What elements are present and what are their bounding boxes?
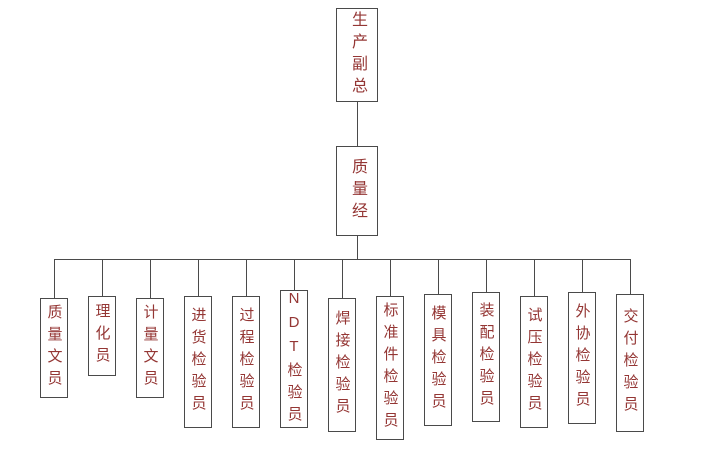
org-box-leaf: 模具检验员 (424, 294, 452, 426)
org-leaf-group: 模具检验员 (424, 259, 452, 426)
org-leaf-label: 装配检验员 (477, 302, 495, 412)
connector-drop (581, 259, 583, 292)
org-leaf-label: 焊接检验员 (333, 310, 351, 420)
org-leaf-label: 质量文员 (45, 304, 63, 392)
connector-drop (245, 259, 247, 296)
org-box-manager: 质量经 (336, 146, 378, 236)
org-box-root-label: 生产副总 (349, 11, 366, 99)
org-box-leaf: 焊接检验员 (328, 298, 356, 432)
org-box-leaf: NDT检验员 (280, 290, 308, 428)
org-box-leaf: 外协检验员 (568, 292, 596, 424)
org-leaf-group: 质量文员 (40, 259, 68, 398)
connector-drop (389, 259, 391, 296)
org-box-leaf: 标准件检验员 (376, 296, 404, 440)
connector-drop (149, 259, 151, 298)
connector-drop (485, 259, 487, 292)
connector-root-manager (357, 102, 358, 146)
connector-drop (437, 259, 439, 294)
connector-drop (197, 259, 199, 296)
org-leaf-label: 理化员 (93, 303, 111, 369)
connector-drop (533, 259, 535, 296)
org-leaf-label: 过程检验员 (237, 307, 255, 417)
org-leaf-label: 进货检验员 (189, 307, 207, 417)
org-box-leaf: 交付检验员 (616, 294, 644, 432)
org-leaf-label: NDT检验员 (285, 290, 303, 428)
org-leaf-group: 试压检验员 (520, 259, 548, 428)
org-leaf-group: 进货检验员 (184, 259, 212, 428)
connector-horizontal-rail (54, 259, 631, 260)
org-leaf-group: 装配检验员 (472, 259, 500, 422)
org-leaf-label: 交付检验员 (621, 308, 639, 418)
org-box-leaf: 过程检验员 (232, 296, 260, 428)
org-leaf-group: 计量文员 (136, 259, 164, 398)
org-box-leaf: 理化员 (88, 296, 116, 376)
org-box-manager-label: 质量经 (349, 158, 366, 224)
connector-drop (53, 259, 55, 298)
org-leaf-label: 标准件检验员 (381, 302, 399, 434)
org-box-leaf: 质量文员 (40, 298, 68, 398)
connector-drop (101, 259, 103, 296)
org-box-leaf: 计量文员 (136, 298, 164, 398)
connector-drop (293, 259, 295, 290)
org-box-root: 生产副总 (336, 8, 378, 102)
org-leaf-label: 试压检验员 (525, 307, 543, 417)
connector-drop (629, 259, 631, 294)
org-leaf-group: 焊接检验员 (328, 259, 356, 432)
org-leaf-group: 外协检验员 (568, 259, 596, 424)
org-leaf-label: 计量文员 (141, 304, 159, 392)
org-leaf-group: 理化员 (88, 259, 116, 376)
org-leaf-group: NDT检验员 (280, 259, 308, 428)
org-leaf-label: 模具检验员 (429, 305, 447, 415)
org-leaf-group: 交付检验员 (616, 259, 644, 432)
org-box-leaf: 进货检验员 (184, 296, 212, 428)
connector-drop (341, 259, 343, 298)
org-leaf-group: 标准件检验员 (376, 259, 404, 440)
connector-manager-rail (357, 236, 358, 259)
org-leaf-label: 外协检验员 (573, 303, 591, 413)
org-box-leaf: 装配检验员 (472, 292, 500, 422)
org-box-leaf: 试压检验员 (520, 296, 548, 428)
org-leaf-group: 过程检验员 (232, 259, 260, 428)
